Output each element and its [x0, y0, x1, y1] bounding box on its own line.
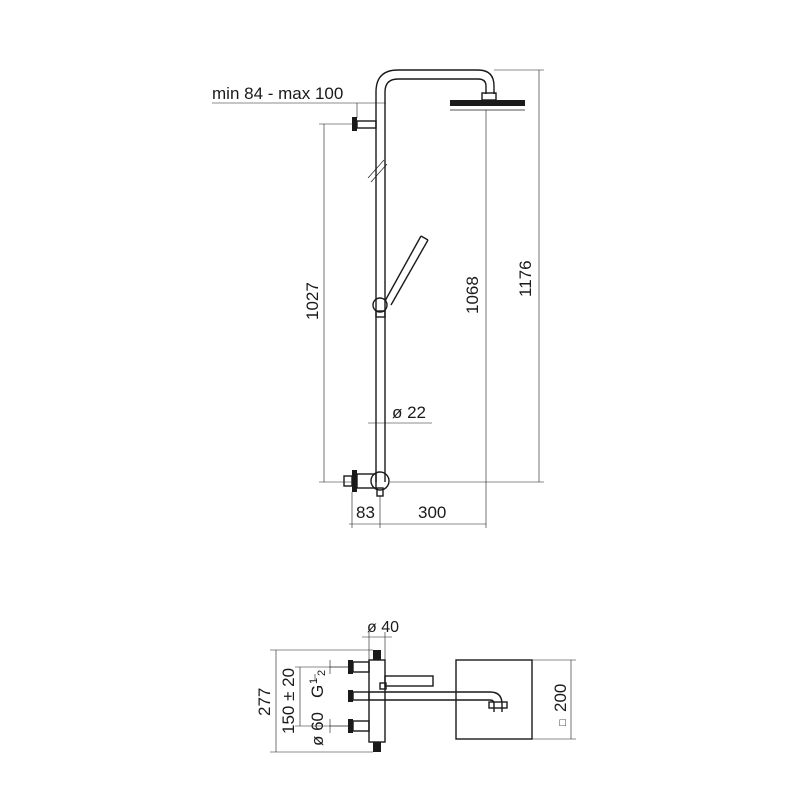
- plan-upper-inlet: [330, 660, 370, 674]
- dim-bottom: 83 300: [349, 482, 487, 528]
- dim-plan-connection-label: G: [308, 685, 327, 698]
- dim-plan-connection-den: 2: [316, 670, 328, 676]
- dim-bar-height-label: 1027: [303, 282, 322, 320]
- dim-total-height: 1176: [494, 69, 544, 482]
- wall-bracket: [352, 117, 377, 131]
- plan-handle: [348, 690, 370, 702]
- dim-bar-height: 1027: [303, 123, 352, 483]
- dim-plan-diameter-40: ø 40: [362, 619, 399, 660]
- riser-bar: [367, 69, 495, 482]
- dim-arm-projection-label: 300: [418, 503, 446, 522]
- dim-plan-centres: 150 ± 20: [279, 666, 330, 734]
- elevation-view: min 84 - max 100 1027 1068 1176 ø 22: [212, 69, 544, 528]
- hand-shower: [372, 235, 429, 318]
- square-symbol: □: [557, 719, 569, 726]
- dim-plan-diameter-40-label: ø 40: [367, 619, 399, 636]
- plan-lower-inlet: [330, 719, 370, 733]
- dim-plan-connection-num: 1: [308, 678, 320, 684]
- plan-view: ø 40 277 150 ± 20 G 1 2 ø 60: [255, 619, 576, 753]
- dim-plan-centres-label: 150 ± 20: [279, 668, 298, 734]
- plan-shower-head: [455, 659, 533, 740]
- dim-plan-connection: G 1 2: [308, 660, 331, 698]
- dim-head-height-label: 1068: [463, 276, 482, 314]
- plan-hand-shower: [379, 675, 434, 690]
- dim-total-height-label: 1176: [516, 260, 535, 297]
- dim-plan-diameter-60: ø 60: [308, 712, 331, 746]
- dim-head-height: 1068: [390, 110, 544, 483]
- dim-arm-depth: min 84 - max 100: [212, 84, 386, 120]
- dim-arm-depth-label: min 84 - max 100: [212, 84, 343, 103]
- dim-plan-diameter-60-label: ø 60: [308, 712, 327, 746]
- dim-plan-head-square: 200 □: [532, 659, 576, 740]
- plan-arm: [369, 691, 508, 712]
- dim-bar-diameter-label: ø 22: [392, 403, 426, 422]
- dim-plan-277-label: 277: [255, 688, 274, 716]
- dim-mixer-offset-label: 83: [356, 503, 375, 522]
- dim-bar-diameter: ø 22: [368, 403, 432, 428]
- plan-bar: [368, 650, 386, 752]
- dim-plan-head-square-label: 200: [551, 684, 570, 712]
- mixer-valve: [343, 470, 390, 497]
- dim-plan-277: 277: [255, 649, 373, 753]
- shower-head: [450, 92, 525, 111]
